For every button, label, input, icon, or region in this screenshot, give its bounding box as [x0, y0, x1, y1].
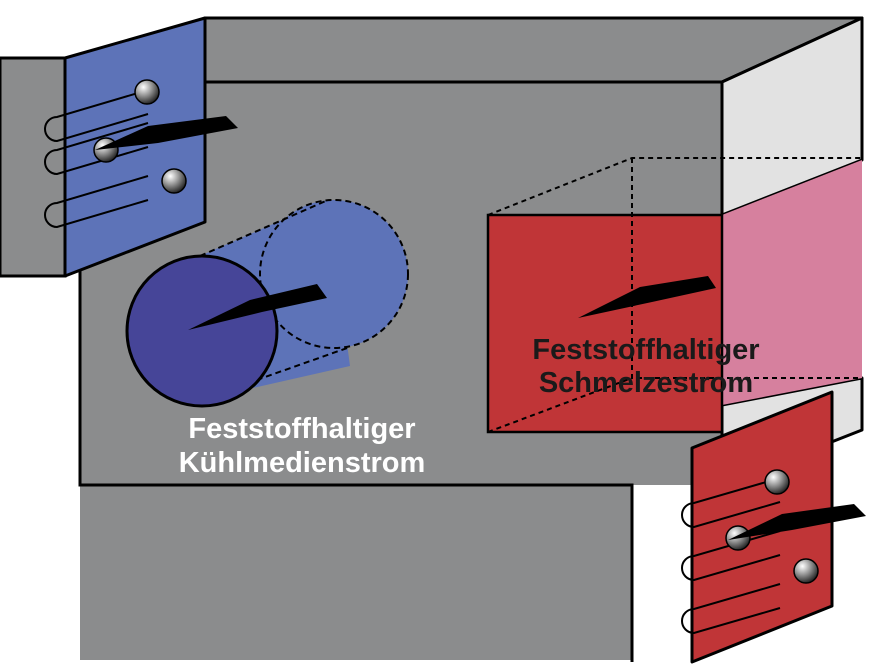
melt-outlet-arrow [728, 504, 866, 540]
melt-label-line2: Schmelzestrom [539, 367, 753, 399]
coolant-cylinder-front [125, 254, 279, 408]
inlet-ball-1 [134, 79, 160, 105]
outlet-ball-1 [764, 469, 790, 495]
coolant-label-line2: Kühlmedienstrom [179, 447, 426, 479]
melt-label-line1: Feststoffhaltiger [532, 334, 759, 366]
melt-right-face [722, 160, 862, 405]
inlet-ball-3 [161, 168, 187, 194]
melt-stream-arrow [578, 276, 716, 318]
coolant-cylinder-back [259, 199, 409, 349]
melt-front-face [488, 215, 722, 432]
coolant-stream [125, 199, 409, 408]
coolant-inlet-plate [0, 16, 238, 278]
coolant-inlet-arrow [95, 116, 238, 150]
melt-stream [486, 157, 862, 434]
melt-outlet-plate [681, 390, 866, 664]
melt-label: Feststoffhaltiger Schmelzestrom [532, 334, 759, 399]
coolant-label: Feststoffhaltiger Kühlmedienstrom [179, 413, 426, 479]
outlet-ball-3 [793, 558, 819, 584]
coolant-label-line1: Feststoffhaltiger [188, 413, 415, 445]
coolant-stream-arrow [188, 284, 327, 330]
